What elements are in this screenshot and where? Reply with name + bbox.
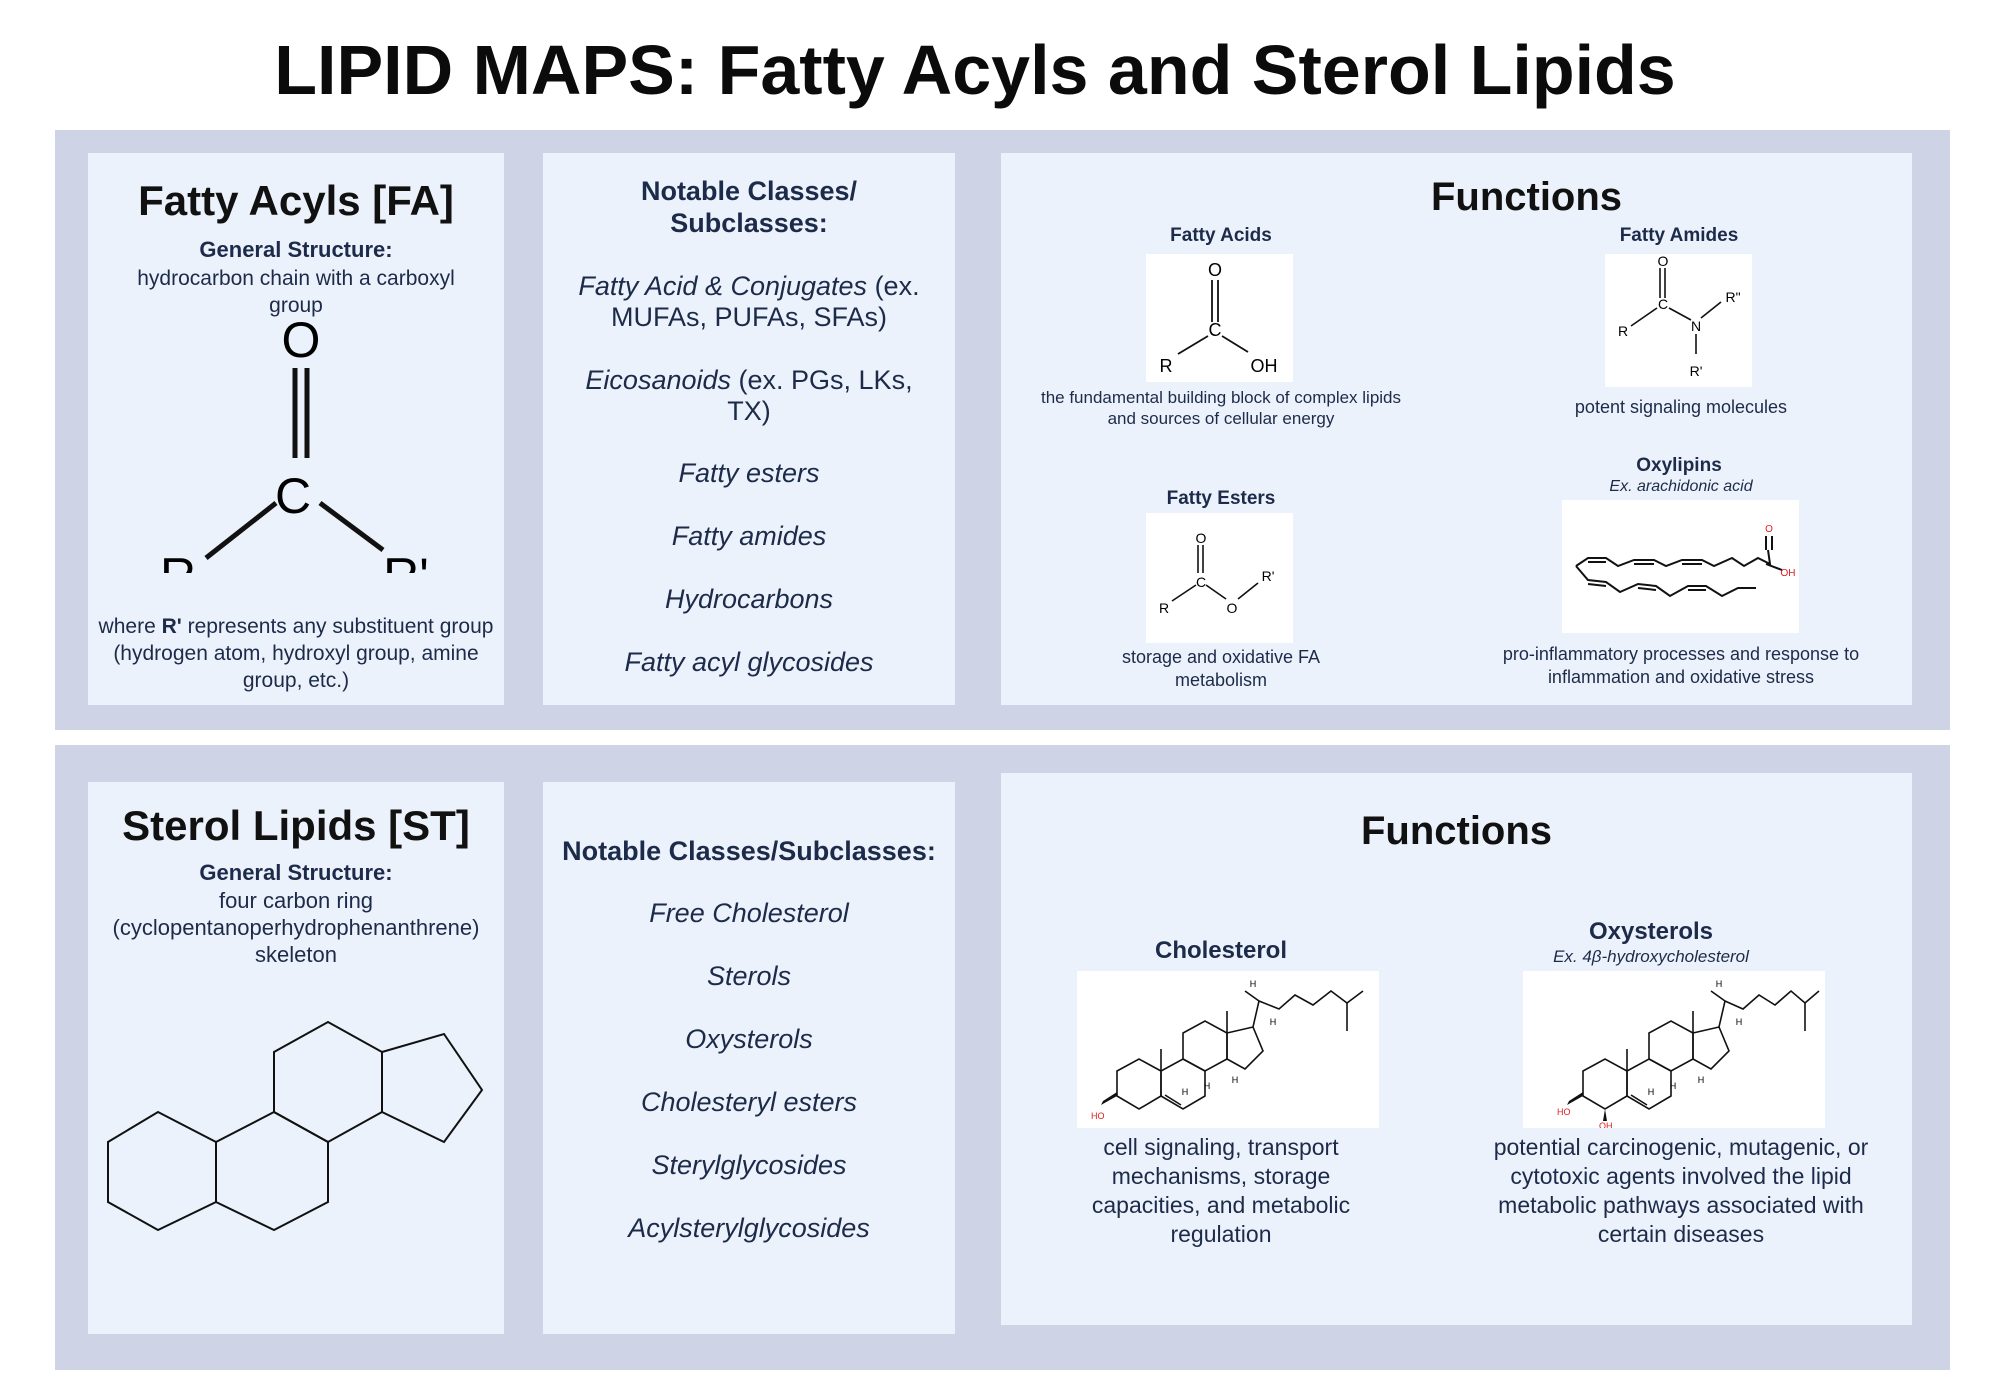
- fa-atom-r: R: [160, 548, 196, 573]
- oxysterols-description: potential carcinogenic, mutagenic, or cy…: [1493, 1134, 1869, 1247]
- oxylipins-title: Oxylipins: [1636, 455, 1722, 476]
- svg-text:H: H: [1232, 1075, 1239, 1085]
- svg-text:H: H: [1716, 979, 1723, 989]
- cholesterol-structure: HO H H H H H: [1077, 971, 1379, 1128]
- fa-note-suffix: represents any substituent group (hydrog…: [113, 615, 494, 692]
- cholesterol-description: cell signaling, transport mechanisms, st…: [1091, 1134, 1351, 1247]
- st-class-item: Oxysterols: [685, 1024, 813, 1054]
- fa-class-item: Fatty amides: [671, 521, 827, 551]
- st-functions-card: Functions Cholesterol HO H H H H H cel: [1001, 773, 1912, 1325]
- svg-text:H: H: [1250, 979, 1257, 989]
- oxylipins-structure: O OH: [1562, 500, 1799, 633]
- fa-functions-card: Functions Fatty Acids O C R OH the funda…: [1001, 153, 1912, 705]
- fa-atom-c: C: [275, 468, 311, 524]
- st-functions-heading: Functions: [1360, 809, 1553, 853]
- svg-text:H: H: [1270, 1017, 1277, 1027]
- oxylipins-description: pro-inflammatory processes and response …: [1502, 644, 1860, 687]
- svg-text:H: H: [1648, 1087, 1655, 1097]
- fa-class-item: Fatty acyl glycosides: [624, 647, 874, 677]
- svg-text:H: H: [1698, 1075, 1705, 1085]
- st-general-structure: [107, 1020, 484, 1232]
- fa-structure-card: Fatty Acyls [FA] General Structure: hydr…: [88, 153, 504, 705]
- fatty-esters-description: storage and oxidative FA metabolism: [1121, 647, 1321, 690]
- svg-text:R: R: [1618, 323, 1628, 339]
- svg-text:C: C: [1209, 320, 1222, 340]
- svg-text:H: H: [1182, 1087, 1189, 1097]
- svg-text:R: R: [1159, 600, 1169, 616]
- svg-text:O: O: [1227, 600, 1238, 616]
- st-general-label: General Structure:: [199, 860, 393, 885]
- oxysterols-subtitle: Ex. 4β-hydroxycholesterol: [1553, 947, 1749, 966]
- svg-text:HO: HO: [1091, 1111, 1105, 1121]
- st-class-item: Free Cholesterol: [649, 898, 849, 928]
- svg-text:H: H: [1670, 1081, 1677, 1091]
- st-classes-card: Notable Classes/Subclasses: Free Cholest…: [543, 782, 955, 1334]
- fa-functions-heading: Functions: [1430, 175, 1623, 219]
- fa-atom-r-prime: R': [383, 548, 429, 573]
- oxysterols-title: Oxysterols: [1588, 918, 1714, 945]
- svg-text:HO: HO: [1557, 1107, 1571, 1117]
- svg-text:OH: OH: [1781, 568, 1796, 579]
- oxysterols-structure: HO OH H H H H H: [1523, 971, 1825, 1131]
- cholesterol-title: Cholesterol: [1154, 937, 1288, 964]
- st-classes-heading: Notable Classes/Subclasses:: [562, 836, 936, 866]
- svg-text:R': R': [1690, 363, 1703, 379]
- fa-note-prefix: where: [98, 615, 162, 638]
- fa-class-item: Eicosanoids (ex. PGs, LKs, TX): [585, 365, 913, 426]
- oxylipins-subtitle: Ex. arachidonic acid: [1609, 478, 1753, 495]
- svg-text:C: C: [1658, 296, 1668, 312]
- fatty-esters-title: Fatty Esters: [1166, 488, 1276, 509]
- fa-general-structure: O C R R': [160, 313, 429, 573]
- fa-classes-card: Notable Classes/ Subclasses: Fatty Acid …: [543, 153, 955, 705]
- fatty-acids-description: the fundamental building block of comple…: [1040, 388, 1402, 428]
- svg-text:O: O: [1658, 254, 1669, 269]
- fatty-amides-title: Fatty Amides: [1619, 225, 1739, 246]
- fa-general-label: General Structure:: [199, 237, 393, 262]
- fa-class-item: Hydrocarbons: [664, 584, 834, 614]
- fatty-amides-description: potent signaling molecules: [1574, 397, 1788, 417]
- st-card-title: Sterol Lipids [ST]: [122, 802, 470, 849]
- fa-class-item: Fatty esters: [678, 458, 820, 488]
- fa-class-item: Fatty Acid & Conjugates (ex. MUFAs, PUFA…: [578, 271, 920, 332]
- fatty-acids-structure: O C R OH: [1146, 254, 1293, 382]
- svg-text:H: H: [1736, 1017, 1743, 1027]
- fa-note-bold: R': [161, 615, 182, 638]
- svg-text:R': R': [1262, 568, 1275, 584]
- st-class-item: Cholesteryl esters: [640, 1087, 858, 1117]
- page-title: LIPID MAPS: Fatty Acyls and Sterol Lipid…: [274, 31, 1676, 109]
- fa-general-text: hydrocarbon chain with a carboxyl group: [137, 267, 455, 317]
- fa-atom-o: O: [282, 313, 321, 368]
- svg-text:N: N: [1691, 318, 1701, 334]
- svg-text:R": R": [1725, 289, 1740, 305]
- fatty-esters-structure: O C R O R': [1146, 513, 1293, 643]
- st-class-item: Acylsterylglycosides: [628, 1213, 870, 1243]
- svg-text:O: O: [1765, 524, 1773, 535]
- svg-text:O: O: [1196, 530, 1207, 546]
- fa-card-title: Fatty Acyls [FA]: [138, 177, 454, 224]
- svg-text:H: H: [1204, 1081, 1211, 1091]
- fa-classes-heading: Notable Classes/ Subclasses:: [640, 176, 858, 238]
- st-class-item: Sterols: [706, 961, 792, 991]
- st-class-item: Sterylglycosides: [651, 1150, 847, 1180]
- st-general-text: four carbon ring (cyclopentanoperhydroph…: [112, 888, 480, 967]
- svg-text:O: O: [1208, 260, 1222, 280]
- svg-text:C: C: [1196, 574, 1206, 590]
- fatty-amides-structure: O C R N R" R': [1605, 253, 1752, 387]
- st-structure-card: Sterol Lipids [ST] General Structure: fo…: [88, 782, 504, 1334]
- svg-text:R: R: [1160, 356, 1173, 376]
- fatty-acids-title: Fatty Acids: [1170, 225, 1272, 246]
- svg-text:OH: OH: [1599, 1121, 1613, 1128]
- svg-text:OH: OH: [1251, 356, 1278, 376]
- fa-substituent-note: where R' represents any substituent grou…: [96, 613, 496, 694]
